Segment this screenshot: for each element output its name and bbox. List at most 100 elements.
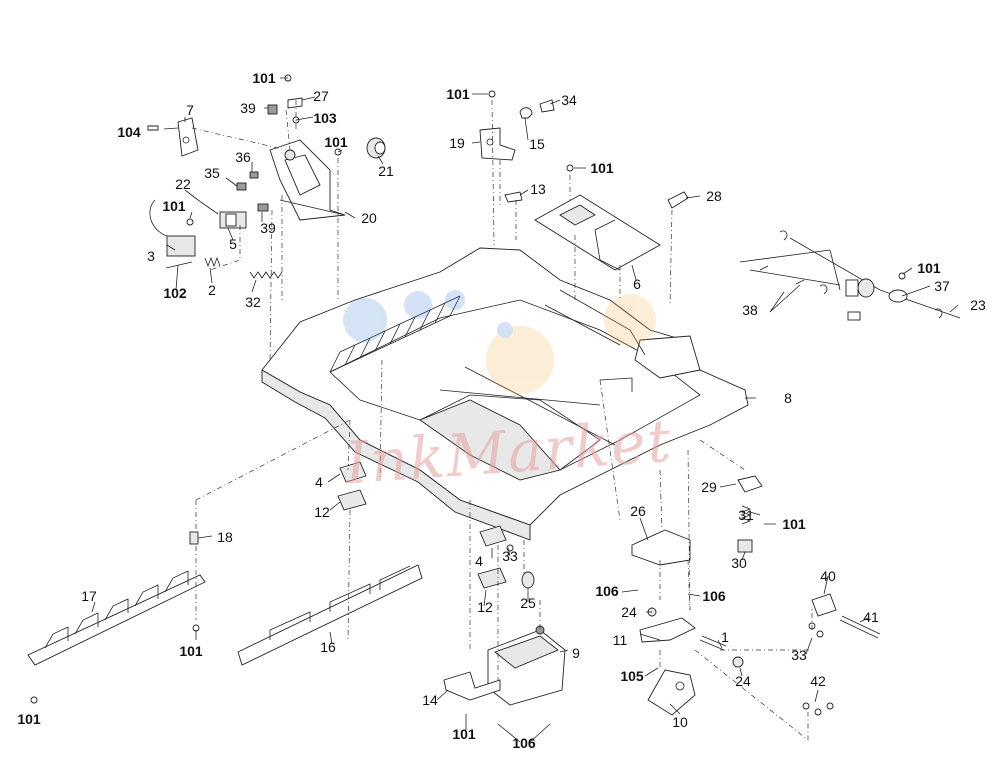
callout-39: 39: [240, 100, 256, 116]
callout-11: 11: [612, 632, 628, 648]
callout-37: 37: [934, 278, 950, 294]
callout-28: 28: [706, 188, 722, 204]
callout-17: 17: [81, 588, 97, 604]
callout-101: 101: [324, 134, 348, 150]
solenoid-5: [219, 211, 247, 229]
callout-8: 8: [784, 390, 792, 406]
watermark-logo: [343, 290, 656, 394]
callout-101: 101: [452, 726, 476, 742]
rail-16: [237, 564, 423, 666]
callout-10: 10: [672, 714, 688, 730]
solenoid-3: [149, 199, 196, 257]
callout-4: 4: [315, 474, 323, 490]
callout-16: 16: [320, 639, 336, 655]
main-bracket-assembly: [269, 139, 346, 221]
parts-33-42: [802, 622, 834, 716]
bracket-26: [631, 529, 691, 566]
callout-23: 23: [970, 297, 986, 313]
callout-102: 102: [163, 285, 187, 301]
callout-22: 22: [175, 176, 191, 192]
callout-101: 101: [590, 160, 614, 176]
callout-26: 26: [630, 503, 646, 519]
callout-39: 39: [260, 220, 276, 236]
bracket-7: [177, 117, 199, 157]
callout-36: 36: [235, 149, 251, 165]
callout-106: 106: [595, 583, 619, 599]
callout-29: 29: [701, 479, 717, 495]
rail-17: [27, 570, 206, 666]
callout-106: 106: [512, 735, 536, 751]
scanner-base-frame: [261, 247, 749, 541]
gear-21: [366, 137, 386, 159]
callout-24: 24: [621, 604, 637, 620]
callout-21: 21: [378, 163, 394, 179]
callout-14: 14: [422, 692, 438, 708]
hinge-10: [647, 669, 696, 716]
callout-101: 101: [782, 516, 806, 532]
callout-7: 7: [186, 102, 194, 118]
shaft-assembly-23: [739, 230, 961, 321]
callout-20: 20: [361, 210, 377, 226]
callout-101: 101: [446, 86, 470, 102]
callout-32: 32: [245, 294, 261, 310]
callout-104: 104: [117, 124, 141, 140]
part-13: [504, 191, 523, 203]
callout-35: 35: [204, 165, 220, 181]
callout-18: 18: [217, 529, 233, 545]
alignment-lines: [191, 99, 813, 741]
screws-101-top: [488, 90, 574, 172]
screw-104: [147, 125, 159, 131]
callout-41: 41: [863, 609, 879, 625]
bracket-40: [811, 593, 837, 617]
callout-27: 27: [313, 88, 329, 104]
callout-13: 13: [530, 181, 546, 197]
callout-34: 34: [561, 92, 577, 108]
switch-30: [737, 539, 753, 553]
pin-102: [165, 261, 193, 269]
spring-31: [740, 505, 752, 525]
pads-4-12: [337, 461, 507, 589]
pcb-6: [534, 194, 661, 271]
bracket-14: [443, 671, 501, 701]
motor-unit-9: [487, 625, 566, 706]
small-parts: [186, 74, 342, 226]
switch-29: [737, 475, 763, 493]
callout-103: 103: [313, 110, 337, 126]
callout-33: 33: [791, 647, 807, 663]
callout-12: 12: [314, 504, 330, 520]
callout-15: 15: [529, 136, 545, 152]
shaft-1: [699, 635, 727, 651]
callout-6: 6: [633, 276, 641, 292]
callout-101: 101: [252, 70, 276, 86]
bracket-11: [639, 617, 696, 643]
spring-32: [249, 271, 283, 279]
callout-31: 31: [738, 507, 754, 523]
spring-2: [204, 256, 221, 268]
bracket-19: [479, 127, 516, 161]
callout-101: 101: [179, 643, 203, 659]
callout-5: 5: [229, 236, 237, 252]
callout-9: 9: [572, 645, 580, 661]
clip-34: [539, 99, 555, 113]
callout-3: 3: [147, 248, 155, 264]
callout-25: 25: [520, 595, 536, 611]
leader-lines: [91, 77, 959, 743]
callout-105: 105: [620, 668, 644, 684]
pin-41: [839, 615, 881, 639]
callout-101: 101: [917, 260, 941, 276]
spring-18: [189, 531, 199, 545]
callout-33: 33: [502, 548, 518, 564]
callout-24: 24: [735, 673, 751, 689]
latch-28: [667, 191, 689, 209]
callout-30: 30: [731, 555, 747, 571]
callout-40: 40: [820, 568, 836, 584]
callout-1: 1: [721, 629, 729, 645]
callout-106: 106: [702, 588, 726, 604]
callout-42: 42: [810, 673, 826, 689]
callout-101: 101: [162, 198, 186, 214]
callout-4: 4: [475, 553, 483, 569]
callout-2: 2: [208, 282, 216, 298]
callout-38: 38: [742, 302, 758, 318]
part-15: [519, 107, 533, 119]
